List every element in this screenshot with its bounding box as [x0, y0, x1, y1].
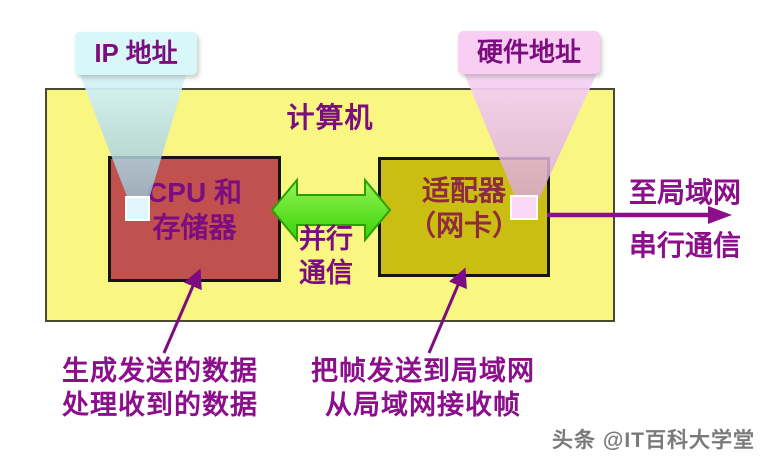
computer-label: 计算机	[286, 102, 374, 133]
adapter-box-line1: 适配器	[421, 175, 506, 206]
hardware-address-label: 硬件地址	[458, 31, 600, 74]
cpu-caption-line1: 生成发送的数据	[62, 356, 258, 386]
cpu-memory-box: CPU 和 存储器	[108, 156, 281, 282]
cpu-caption: 生成发送的数据 处理收到的数据	[38, 354, 282, 422]
to-lan-label: 至局域网	[628, 177, 741, 208]
adapter-caption-line1: 把帧发送到局域网	[311, 356, 535, 386]
adapter-caption: 把帧发送到局域网 从局域网接收帧	[286, 354, 560, 422]
adapter-box-line2: （网卡）	[407, 210, 520, 241]
parallel-comm-line2: 通信	[299, 258, 353, 288]
adapter-box: 适配器 （网卡）	[378, 157, 550, 277]
cpu-box-line2: 存储器	[152, 212, 237, 243]
cpu-caption-line2: 处理收到的数据	[62, 390, 258, 420]
cpu-box-line1: CPU 和	[147, 177, 242, 208]
serial-comm-label: 串行通信	[628, 230, 741, 261]
watermark: 头条 @IT百科大学堂	[552, 429, 755, 452]
ip-address-label: IP 地址	[75, 32, 197, 75]
adapter-caption-line2: 从局域网接收帧	[325, 390, 521, 420]
parallel-comm-line1: 并行	[299, 224, 353, 254]
parallel-comm-label: 并行 通信	[286, 222, 366, 290]
